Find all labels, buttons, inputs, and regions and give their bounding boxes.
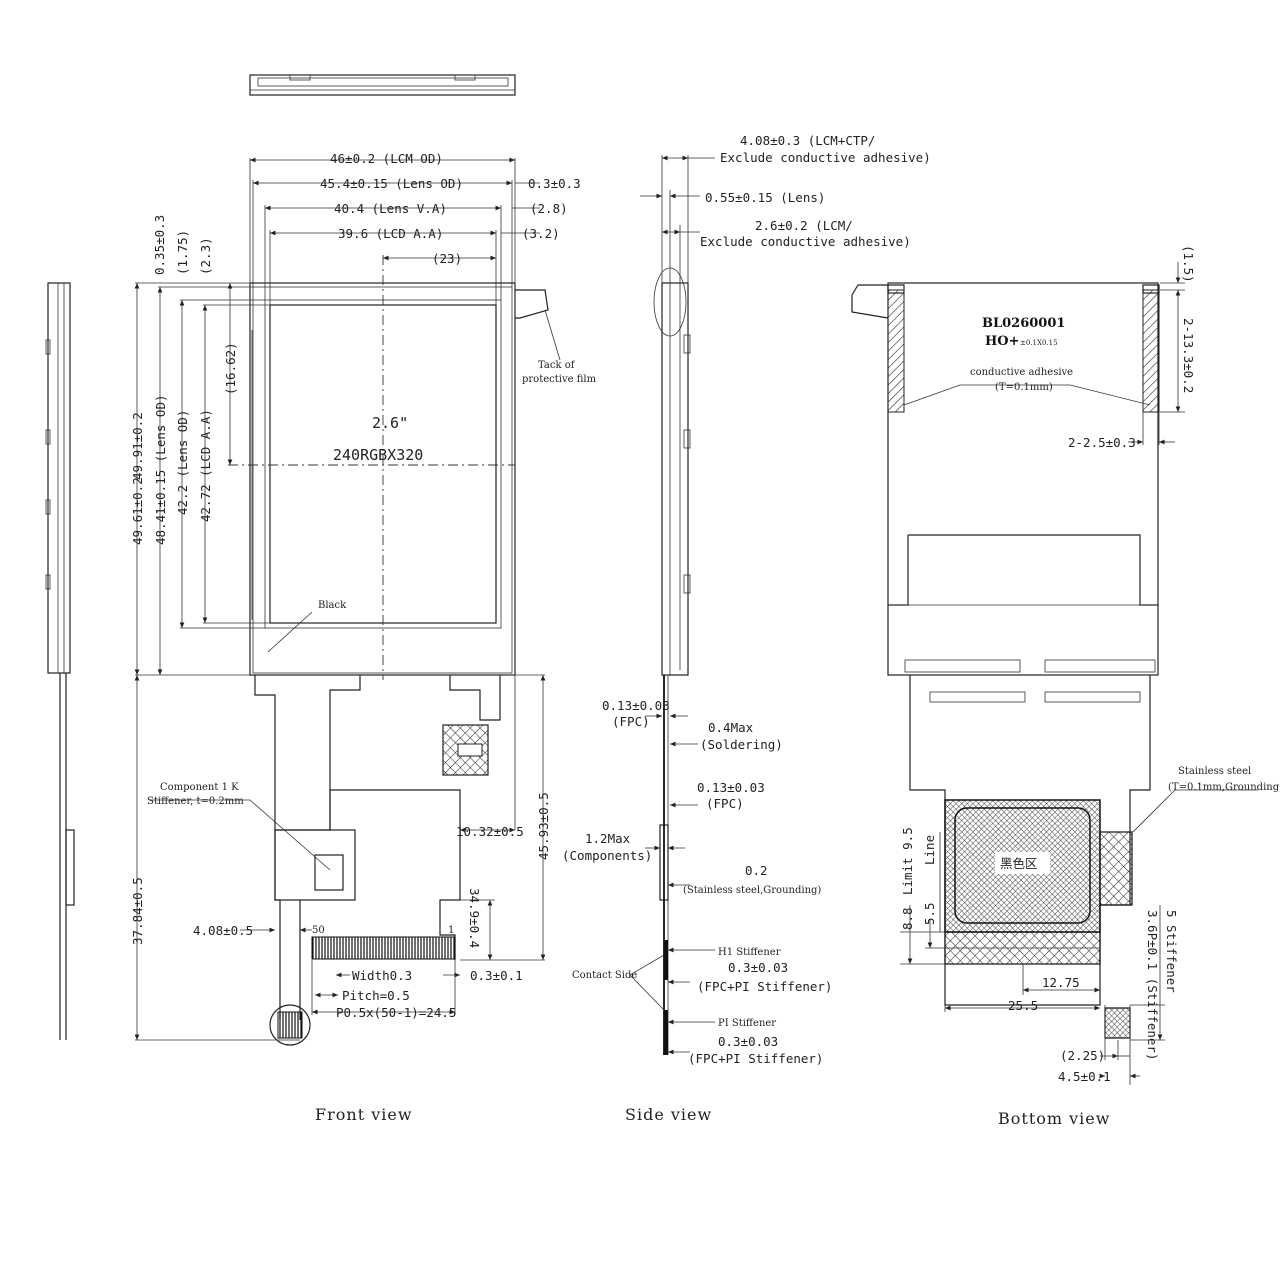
component-label-1: Component 1 K [160,782,239,793]
dim-lens-od: 45.4±0.15 (Lens OD) [320,176,463,191]
dim-h-408: 4.08±0.5 [193,923,253,938]
adhesive-label-2: (T=0.1mm) [995,382,1053,393]
side-total-thickness-2: Exclude conductive adhesive) [720,150,931,165]
side-fpc-2: 0.13±0.03 [697,780,765,795]
bottom-view-title: Bottom view [998,1109,1110,1128]
dim-pitch-total: P0.5x(50-1)=24.5 [336,1005,456,1020]
dim-bottom-225: 2-2.5±0.3 [1068,435,1136,450]
side-lcm-thickness-2: Exclude conductive adhesive) [700,234,911,249]
dim-v-23: (2.3) [198,237,213,275]
dim-pitch: Pitch=0.5 [342,988,410,1003]
dim-bottom-88: 8.8 [900,907,915,930]
dim-lens-va-offset: (2.8) [530,201,568,216]
side-solder-2: (Soldering) [700,737,783,752]
side-fpc-pi-2: 0.3±0.03 [718,1034,778,1049]
side-fpc-pi-1b: (FPC+PI Stiffener) [697,979,832,994]
dim-offset-03: 0.3±0.1 [470,968,523,983]
side-contact-side: Contact Side [572,970,637,981]
dim-lcm-od: 46±0.2 (LCM OD) [330,151,443,166]
stiffener-label-2: 3.6P±0.1 (Stiffener) [1145,910,1160,1061]
component-label-2: Stiffener, t=0.2mm [147,796,244,807]
dim-lens-va: 40.4 (Lens V.A) [334,201,447,216]
steel-label-1: Stainless steel [1178,766,1251,777]
stiffener-label-1: 5 Stiffener [1164,910,1179,993]
dim-v-4593: 45.93±0.5 [536,792,551,860]
dim-bottom-213: 2-13.3±0.2 [1181,318,1196,393]
side-lens-thickness: 0.55±0.15 (Lens) [705,190,825,205]
side-total-thickness-1: 4.08±0.3 (LCM+CTP/ [740,133,875,148]
side-lcm-thickness-1: 2.6±0.2 (LCM/ [755,218,853,233]
tack-film-label-1: Tack of [538,360,576,371]
screen-size: 2.6" [372,414,408,432]
side-fpc-1b: (FPC) [612,714,650,729]
ho-tolerance: ±0.1X0.15 [1020,339,1058,347]
front-view [134,157,561,1046]
side-steel-2: (Stainless steel,Grounding) [683,885,821,896]
dim-lcd-aa-offset: (3.2) [522,226,560,241]
side-solder-1: 0.4Max [708,720,754,735]
dim-bottom-225b: (2.25) [1060,1048,1105,1063]
side-pi-stiffener: PI Stiffener [718,1018,776,1029]
dim-v-4841: 48.41±0.15 (Lens OD) [153,394,168,545]
part-number: BL0260001 [982,316,1065,331]
dim-bottom-255: 25.5 [1008,998,1038,1013]
front-view-title: Front view [315,1105,413,1124]
dim-v-175: (1.75) [175,230,190,275]
pin-1: 1 [448,925,454,936]
dim-v-4272: 42.72 (LCD A.A) [198,409,213,522]
dim-v-422: 42.2 (Lens OD) [175,410,190,515]
dim-bottom-15: (1.5) [1181,245,1196,283]
pin-50: 50 [312,925,325,936]
ho-mark: HO+ [985,334,1020,349]
side-fpc-pi-1: 0.3±0.03 [728,960,788,975]
adhesive-label-1: conductive adhesive [970,367,1073,378]
dim-lcd-aa: 39.6 (LCD A.A) [338,226,443,241]
tack-film-label-2: protective film [522,374,597,385]
side-comp-2: (Components) [562,848,652,863]
side-steel-1: 0.2 [745,863,768,878]
steel-label-2: (T=0.1mm,Grounding) [1168,782,1280,793]
dim-bottom-1275: 12.75 [1042,975,1080,990]
dim-bottom-55: 5.5 [922,902,937,925]
dim-lens-od-offset: 0.3±0.3 [528,176,581,191]
dim-v-3784: 37.84±0.5 [130,877,145,945]
dim-bottom-45: 4.5±0.1 [1058,1069,1111,1084]
dim-v-349: 34.9±0.4 [467,888,482,948]
side-fpc-1: 0.13±0.03 [602,698,670,713]
resolution: 240RGBX320 [333,446,423,464]
line-label: Line [922,835,937,865]
top-edge-view [249,74,516,96]
bottom-view [851,262,1258,1085]
side-fpc-pi-2b: (FPC+PI Stiffener) [688,1051,823,1066]
dim-h-1032: 10.32±0.5 [456,824,524,839]
side-h1-stiffener: H1 Stiffener [718,947,781,958]
side-view [629,155,715,1055]
side-fpc-2b: (FPC) [706,796,744,811]
dim-v-4961: 49.61±0.2 [130,477,145,545]
dim-v-035: 0.35±0.3 [152,215,167,275]
dim-width: Width0.3 [352,968,412,983]
dim-center-offset: (23) [432,251,462,266]
side-view-title: Side view [625,1105,712,1124]
left-edge-view [45,282,75,1040]
black-zone-label: 黑色区 [1000,856,1038,871]
dim-v-1662: (16.62) [223,342,238,395]
dim-v-4991: 49.91±0.2 [130,412,145,480]
limit-label: Limit 9.5 [900,827,915,895]
side-comp-1: 1.2Max [585,831,631,846]
black-label: Black [318,600,347,611]
